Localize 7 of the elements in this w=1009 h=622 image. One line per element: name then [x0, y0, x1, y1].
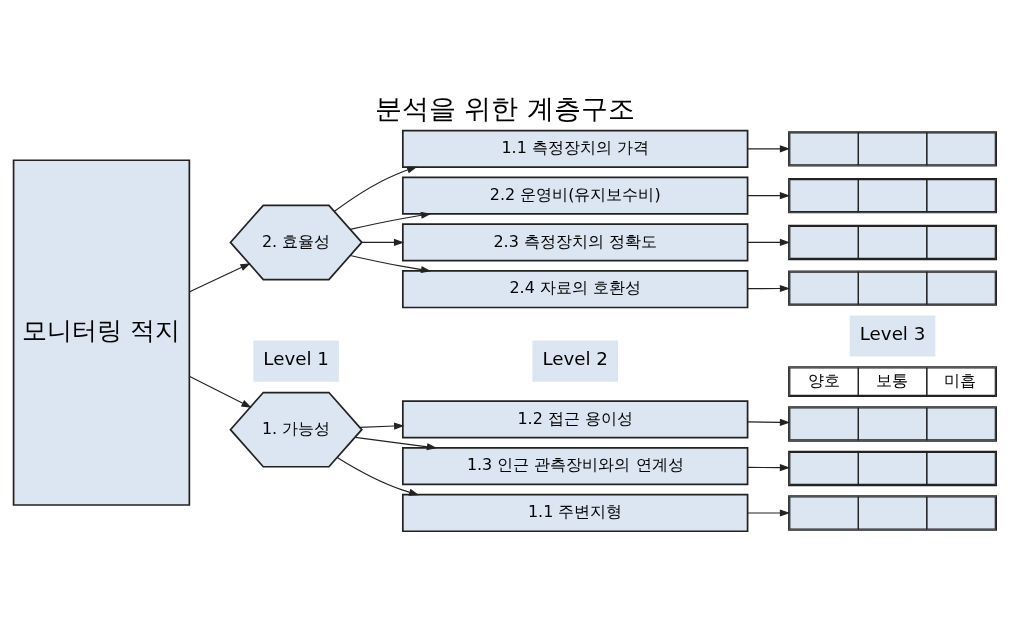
label: 양호	[807, 370, 840, 390]
label: Level 1	[262, 347, 329, 369]
diagram-title: 분석을 위한 계층구조	[374, 92, 635, 124]
label: 미흡	[943, 370, 976, 390]
label: Level 2	[541, 347, 608, 369]
label: 보통	[875, 370, 908, 390]
label: Level 3	[859, 322, 925, 344]
